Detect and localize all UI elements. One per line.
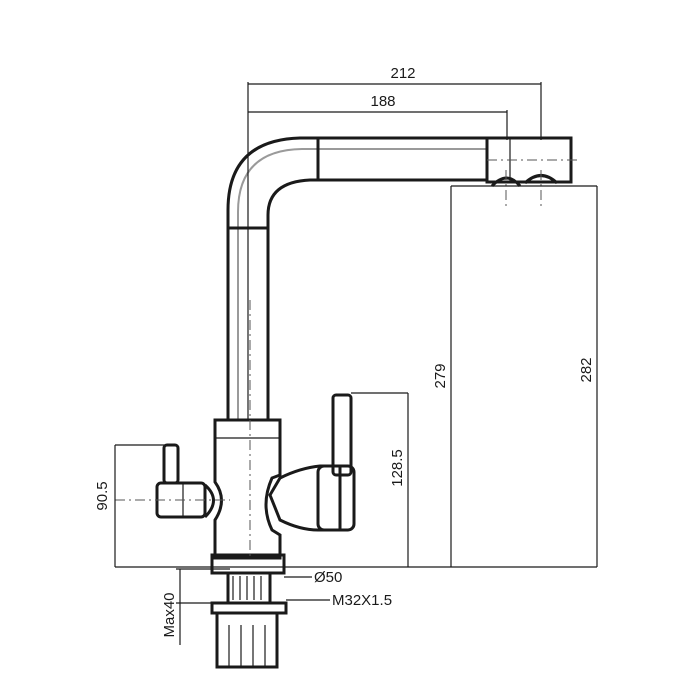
dim-279-label: 279 [432, 363, 449, 388]
dim-188-label: 188 [370, 93, 395, 110]
callout-thread: M32X1.5 [286, 592, 392, 609]
dim-282-label: 282 [578, 357, 595, 382]
dimension-total-reach: 212 [247, 65, 542, 420]
dim-212-label: 212 [390, 65, 415, 82]
dim-thread-label: M32X1.5 [332, 592, 392, 609]
callout-base-diameter: Ø50 [284, 569, 342, 586]
dimension-overall-height: 282 [578, 186, 598, 567]
dim-diameter-label: Ø50 [314, 569, 342, 586]
dimension-main-lever-height: 128.5 [351, 392, 409, 567]
dim-128-5-label: 128.5 [389, 449, 406, 487]
dimension-spout-height: 279 [432, 185, 597, 567]
main-lever [268, 393, 356, 532]
faucet-spout [226, 136, 578, 420]
mounting-shank [210, 571, 288, 669]
side-lever [115, 443, 230, 519]
dimension-max-mount: Max40 [161, 568, 230, 645]
dim-90-5-label: 90.5 [94, 481, 111, 510]
dimension-side-lever-height: 90.5 [94, 444, 172, 567]
dimension-spout-reach: 188 [248, 93, 508, 140]
dim-max40-label: Max40 [161, 592, 178, 637]
